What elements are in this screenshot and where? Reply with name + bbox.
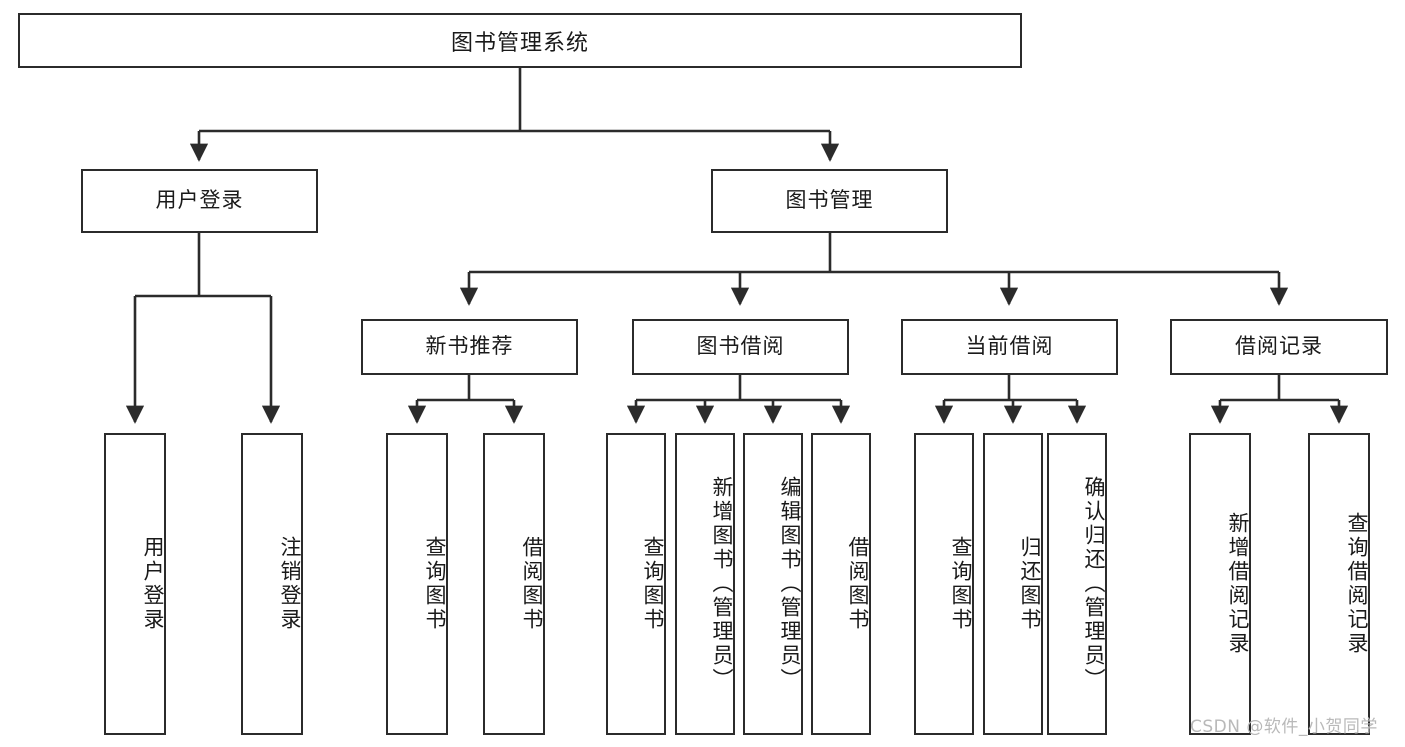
node-root-system[interactable]: 图书管理系统 xyxy=(18,13,1022,68)
leaf-add-record[interactable]: 新增借阅记录 xyxy=(1189,433,1251,735)
node-book-borrow-label: 图书借阅 xyxy=(696,334,785,359)
node-book-management[interactable]: 图书管理 xyxy=(711,169,948,233)
leaf-add-record-label: 新增借阅记录 xyxy=(1226,512,1250,656)
node-current-borrow[interactable]: 当前借阅 xyxy=(901,319,1118,375)
leaf-borrow-book-2[interactable]: 借阅图书 xyxy=(811,433,871,735)
leaf-return-book-label: 归还图书 xyxy=(1018,536,1042,632)
leaf-confirm-return[interactable]: 确认归还（管理员） xyxy=(1047,433,1107,735)
leaf-logout-login-label: 注销登录 xyxy=(278,536,302,632)
leaf-query-book-3[interactable]: 查询图书 xyxy=(914,433,974,735)
node-new-book-recommend[interactable]: 新书推荐 xyxy=(361,319,578,375)
node-user-login[interactable]: 用户登录 xyxy=(81,169,318,233)
leaf-confirm-return-label: 确认归还（管理员） xyxy=(1082,476,1106,692)
node-new-book-recommend-label: 新书推荐 xyxy=(425,334,514,359)
node-current-borrow-label: 当前借阅 xyxy=(965,334,1054,359)
leaf-logout-login[interactable]: 注销登录 xyxy=(241,433,303,735)
watermark: CSDN @软件_小贺同学 xyxy=(1190,717,1378,737)
node-root-label: 图书管理系统 xyxy=(450,30,589,56)
node-borrow-record[interactable]: 借阅记录 xyxy=(1170,319,1388,375)
leaf-user-login[interactable]: 用户登录 xyxy=(104,433,166,735)
leaf-borrow-book-1[interactable]: 借阅图书 xyxy=(483,433,545,735)
leaf-add-book-label: 新增图书（管理员） xyxy=(710,476,734,692)
leaf-query-book-2[interactable]: 查询图书 xyxy=(606,433,666,735)
leaf-edit-book[interactable]: 编辑图书（管理员） xyxy=(743,433,803,735)
leaf-query-record[interactable]: 查询借阅记录 xyxy=(1308,433,1370,735)
leaf-borrow-book-2-label: 借阅图书 xyxy=(846,536,870,632)
leaf-query-book-2-label: 查询图书 xyxy=(641,536,665,632)
node-book-management-label: 图书管理 xyxy=(785,188,874,213)
node-user-login-label: 用户登录 xyxy=(155,188,244,213)
leaf-add-book[interactable]: 新增图书（管理员） xyxy=(675,433,735,735)
node-book-borrow[interactable]: 图书借阅 xyxy=(632,319,849,375)
leaf-return-book[interactable]: 归还图书 xyxy=(983,433,1043,735)
leaf-query-book-1[interactable]: 查询图书 xyxy=(386,433,448,735)
node-borrow-record-label: 借阅记录 xyxy=(1235,334,1323,359)
leaf-query-record-label: 查询借阅记录 xyxy=(1345,512,1369,656)
leaf-borrow-book-1-label: 借阅图书 xyxy=(520,536,544,632)
leaf-edit-book-label: 编辑图书（管理员） xyxy=(778,476,802,692)
leaf-query-book-3-label: 查询图书 xyxy=(949,536,973,632)
leaf-user-login-label: 用户登录 xyxy=(141,536,165,632)
leaf-query-book-1-label: 查询图书 xyxy=(423,536,447,632)
